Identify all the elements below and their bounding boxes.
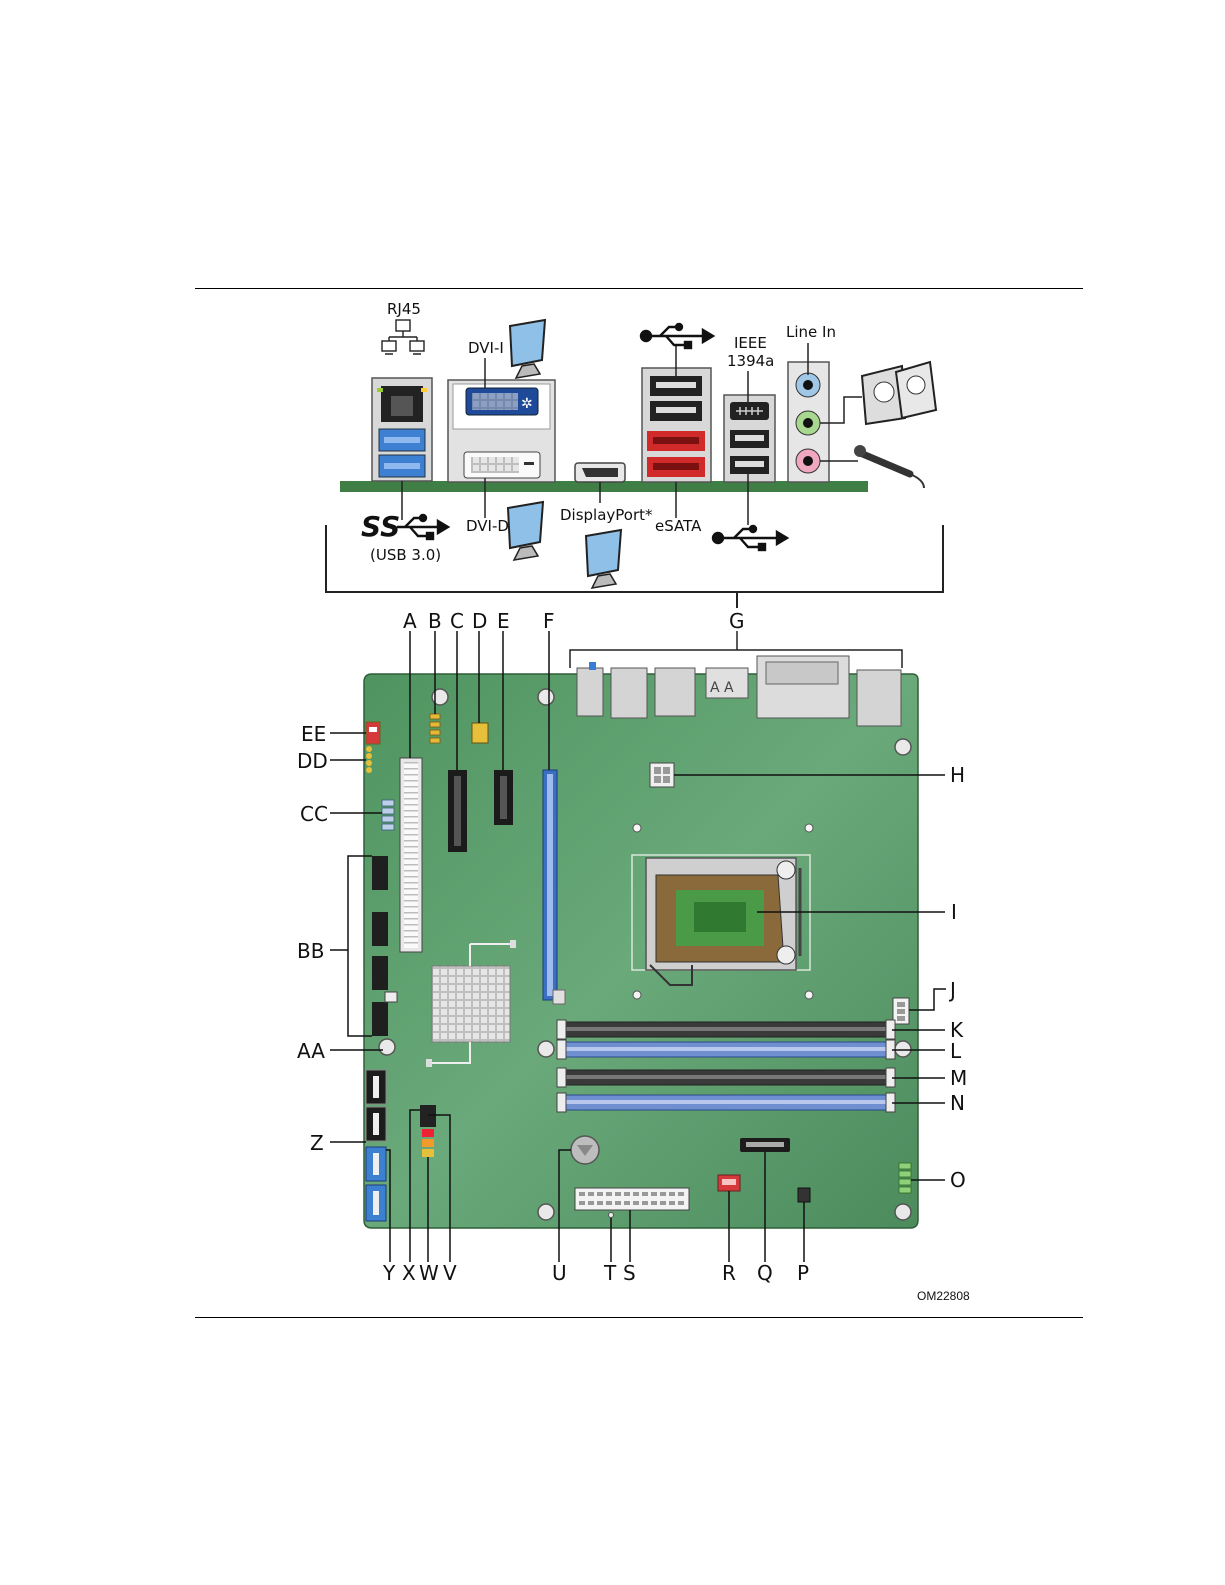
callout-v: V (443, 1261, 457, 1285)
callout-n: N (950, 1091, 965, 1115)
ieee1394-usb-stack (724, 395, 775, 482)
ieee-1394a-label: 1394a (727, 352, 774, 370)
pcie-x1-slot-c (448, 770, 467, 852)
callout-aa: AA (297, 1039, 325, 1063)
callout-s: S (623, 1261, 636, 1285)
callout-w: W (419, 1261, 439, 1285)
monitor-icon-dvi-d (508, 502, 543, 560)
callout-p: P (797, 1261, 809, 1285)
header-r (718, 1175, 740, 1191)
header-d (472, 723, 488, 743)
callout-cc: CC (300, 802, 328, 826)
monitor-icon-dvi-i (510, 320, 545, 378)
led-t (609, 1213, 614, 1218)
rj45-label: RJ45 (387, 300, 421, 318)
ieee-label: IEEE (734, 334, 767, 352)
callout-l: L (950, 1039, 962, 1063)
callout-c: C (450, 609, 464, 633)
pcie-x1-slot-e (494, 770, 513, 825)
cpu-socket (632, 855, 810, 985)
front-panel-usb-headers (372, 856, 388, 1036)
monitor-icon-displayport (586, 530, 621, 588)
audio-jack-stack (788, 362, 829, 482)
esata-label: eSATA (655, 517, 702, 535)
main-power-connector (575, 1188, 689, 1210)
usb-trident-icon-top (641, 324, 713, 348)
callout-d: D (472, 609, 487, 633)
callout-q: Q (757, 1261, 773, 1285)
callout-ee: EE (301, 722, 326, 746)
callout-i: I (951, 900, 957, 924)
callout-e: E (497, 609, 510, 633)
header-vwx (420, 1105, 436, 1157)
callout-h: H (950, 763, 965, 787)
header-aa (385, 992, 397, 1002)
usb-esata-stack (642, 368, 711, 482)
header-q (740, 1138, 790, 1152)
pci-slot (400, 758, 422, 952)
usb-trident-icon-bottom (713, 526, 787, 550)
rj45-usb3-stack (372, 378, 432, 481)
displayport-label: DisplayPort* (560, 506, 653, 524)
speakers-icon (862, 362, 936, 424)
callout-bb: BB (297, 939, 324, 963)
power-connector-h (650, 763, 674, 787)
dvi-d-label: DVI-D (466, 517, 509, 535)
header-p (798, 1188, 810, 1202)
callout-b: B (428, 609, 442, 633)
callout-f: F (543, 609, 555, 633)
line-in-label: Line In (786, 323, 836, 341)
callout-r: R (722, 1261, 736, 1285)
callout-j: J (948, 978, 956, 1002)
usb30-label: (USB 3.0) (370, 546, 441, 564)
dvi-connector-stack: ✲ (448, 380, 555, 482)
callout-x: X (402, 1261, 416, 1285)
battery (571, 1136, 599, 1164)
figure-code: OM22808 (917, 1289, 970, 1303)
callout-u: U (552, 1261, 567, 1285)
superspeed-label: SS (361, 510, 400, 543)
dvi-i-label: DVI-I (468, 339, 504, 357)
motherboard: A A (364, 631, 918, 1228)
callout-g: G (729, 609, 745, 633)
io-panel: RJ45 SS (USB 3.0) ✲ DVI-I (326, 300, 943, 608)
callout-o: O (950, 1168, 966, 1192)
header-ee (366, 722, 380, 744)
network-icon (382, 320, 424, 354)
board-pcb (364, 674, 918, 1228)
callout-dd: DD (297, 749, 328, 773)
callout-m: M (950, 1066, 967, 1090)
usb-trident-icon-ss (397, 515, 448, 539)
callout-t: T (603, 1261, 617, 1285)
callout-z: Z (310, 1131, 324, 1155)
svg-text:A A: A A (710, 680, 734, 696)
svg-text:✲: ✲ (521, 396, 533, 412)
callout-y: Y (382, 1261, 396, 1285)
callout-a: A (403, 609, 417, 633)
displayport-connector (575, 463, 625, 482)
